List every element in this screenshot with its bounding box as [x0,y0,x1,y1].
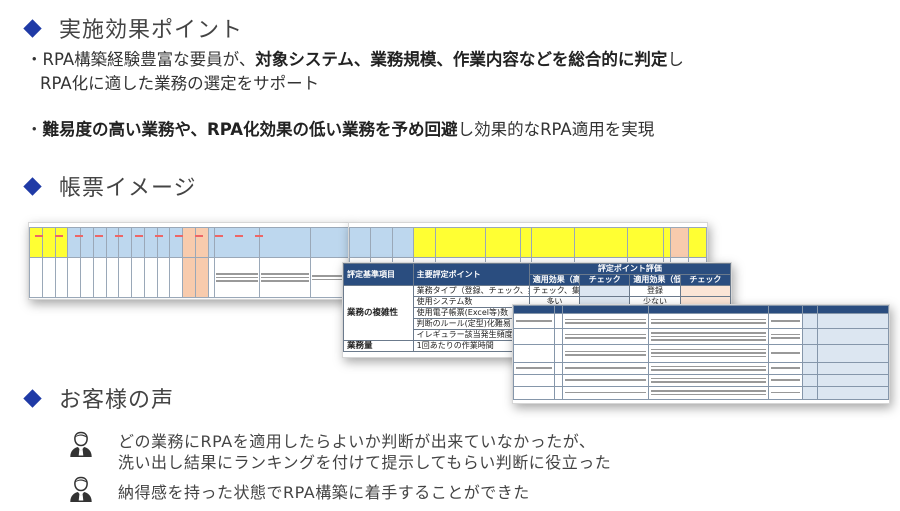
eval-header-point: 主要評定ポイント [412,263,530,286]
eval-category: 業務量 [343,340,414,352]
eval-subheader: チェック [679,274,731,286]
section-title-text: 帳票イメージ [59,176,197,201]
eval-row: 業務の複雑性 業務タイプ（登録、チェック、集計、複合） チェック、集計 登録 [343,285,731,341]
section-title-text: お客様の声 [59,388,175,413]
comment-line: 洗い出し結果にランキングを付けて提示してもらい判断に役立った [118,453,612,472]
bullet-text: ・ [26,120,43,139]
customer-comment: 納得感を持った状態でRPA構築に着手することができた [66,476,530,503]
bullet-text: し効果的なRPA適用を実現 [457,120,655,139]
eval-header-category: 評定基準項目 [343,263,414,286]
section-title-form: 帳票イメージ [22,170,197,202]
section-title-effect: 実施効果ポイント [22,12,243,44]
section-title-voice: お客様の声 [22,382,174,414]
section-title-text: 実施効果ポイント [59,18,244,43]
diamond-bullet-icon [23,388,42,408]
eval-subheader: 適用効果（高） [528,274,581,286]
effect-bullet-1: ・RPA構築経験豊富な要員が、対象システム、業務規模、作業内容などを総合的に判定… [26,48,684,96]
effect-bullet-2: ・難易度の高い業務や、RPA化効果の低い業務を予め回避し効果的なRPA適用を実現 [26,118,654,142]
eval-category: 業務の複雑性 [343,285,414,341]
bullet-text: ・RPA構築経験豊富な要員が、 [26,50,256,69]
eval-header-evaluation: 評定ポイント評価 [528,263,731,275]
comment-line: 納得感を持った状態でRPA構築に着手することができた [118,483,530,502]
diamond-bullet-icon [23,18,42,38]
bullet-text-line2: RPA化に適した業務の選定をサポート [40,74,320,93]
customer-comment: どの業務にRPAを適用したらよいか判断が出来ていなかったが、 洗い出し結果にラン… [66,431,611,473]
bullet-text: し [667,50,684,69]
checklist-table [513,305,889,400]
eval-subheader: 適用効果（低） [629,274,681,286]
spreadsheet-table [349,227,707,263]
comment-line: どの業務にRPAを適用したらよいか判断が出来ていなかったが、 [118,432,596,451]
eval-subheader: チェック [579,274,631,286]
eval-low: 登録 [629,285,681,297]
person-icon [70,431,92,457]
bullet-bold-text: 難易度の高い業務や、RPA化効果の低い業務を予め回避 [42,120,458,139]
spreadsheet-image-list [28,222,350,300]
eval-point: 業務タイプ（登録、チェック、集計、複合） [412,285,530,297]
eval-high: チェック、集計 [528,285,581,297]
bullet-bold-text: 対象システム、業務規模、作業内容などを総合的に判定 [255,50,668,69]
checklist-sheet [512,304,890,404]
person-icon [70,476,92,502]
spreadsheet-table [29,227,349,298]
diamond-bullet-icon [23,176,42,196]
spreadsheet-image-detail [348,222,708,264]
